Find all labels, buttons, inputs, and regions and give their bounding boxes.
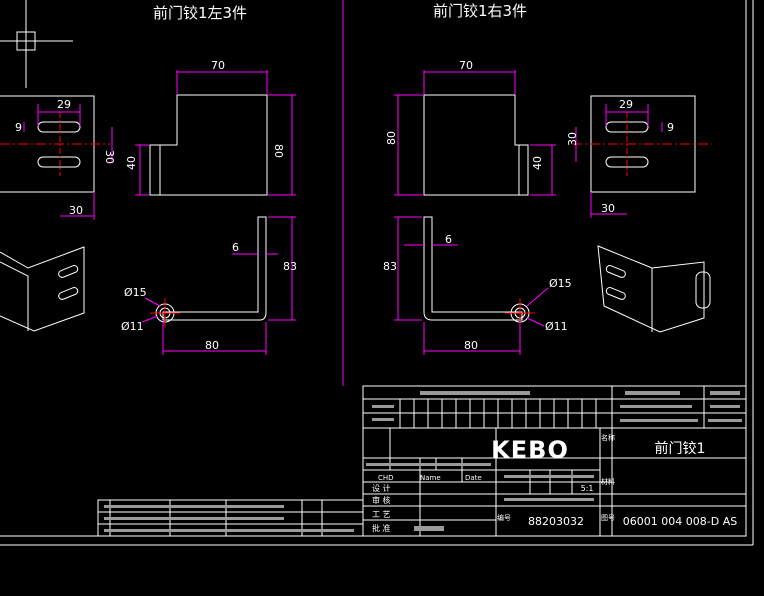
- left-dim-h-small: 40: [125, 156, 138, 170]
- right-dim-h-small: 40: [531, 156, 544, 170]
- right-dim-slot-span: 29: [619, 98, 633, 111]
- left-dim-width-top: 70: [211, 59, 225, 72]
- left-dim-slot-h: 9: [15, 121, 22, 134]
- role-design: 设 计: [372, 483, 391, 493]
- part-name: 前门铰1: [655, 440, 706, 457]
- left-front-view: 70 80 40: [125, 59, 296, 196]
- role-process: 工 艺: [372, 510, 391, 519]
- right-dim-width-top: 70: [459, 59, 473, 72]
- title-block: [97, 385, 747, 537]
- right-front-view: 70 80 40: [385, 59, 556, 196]
- left-isometric: [0, 246, 85, 332]
- col-header-chd: CHD: [378, 474, 394, 482]
- col-header-name: Name: [420, 474, 441, 482]
- scale-value: 5:1: [581, 484, 594, 493]
- right-dim-flange: 6: [445, 233, 452, 246]
- right-dim-height-side: 83: [383, 260, 397, 273]
- col-header-date: Date: [465, 474, 482, 482]
- side-label-drawing-no: 图号: [601, 514, 615, 522]
- left-dim-length: 80: [205, 339, 219, 352]
- right-side-view: 83 6 Ø15 Ø11 80: [383, 216, 572, 355]
- left-dim-flange: 6: [232, 241, 239, 254]
- left-view-title: 前门铰1左3件: [153, 4, 247, 22]
- right-dim-h-big: 80: [385, 131, 398, 145]
- right-dim-dia-outer: Ø15: [549, 277, 572, 290]
- part-number: 88203032: [528, 515, 584, 528]
- left-dim-slot-span: 29: [57, 98, 71, 111]
- fine-print: [104, 391, 742, 532]
- left-slotted-plate: 29 9 30 30: [0, 95, 116, 220]
- right-view-title: 前门铰1右3件: [433, 2, 527, 20]
- right-isometric: [597, 245, 711, 333]
- right-dim-slot-h: 9: [667, 121, 674, 134]
- left-dim-h-big: 80: [272, 144, 285, 158]
- role-review: 审 核: [372, 495, 391, 505]
- right-dim-length: 80: [464, 339, 478, 352]
- side-label-name: 名称: [601, 433, 615, 442]
- role-approve: 批 准: [372, 523, 391, 533]
- left-dim-slot-off: 30: [69, 204, 83, 217]
- left-dim-dia-outer: Ø15: [124, 286, 147, 299]
- left-side-view: 83 6 Ø15 Ø11 80: [121, 216, 297, 355]
- side-label-number: 编号: [497, 513, 511, 522]
- left-dim-slot-gap: 30: [103, 150, 116, 164]
- side-label-material: 材料: [601, 477, 615, 486]
- drawing-number: 06001 004 008-D AS: [623, 515, 737, 528]
- right-dim-slot-gap: 30: [566, 132, 579, 146]
- left-dim-dia-inner: Ø11: [121, 320, 144, 333]
- right-dim-slot-off: 30: [601, 202, 615, 215]
- right-dim-dia-inner: Ø11: [545, 320, 568, 333]
- crosshair-cursor-icon: [0, 0, 73, 88]
- company-logo: KEBO: [491, 436, 569, 464]
- right-slotted-plate: 29 9 30 30: [566, 95, 712, 218]
- left-dim-height-side: 83: [283, 260, 297, 273]
